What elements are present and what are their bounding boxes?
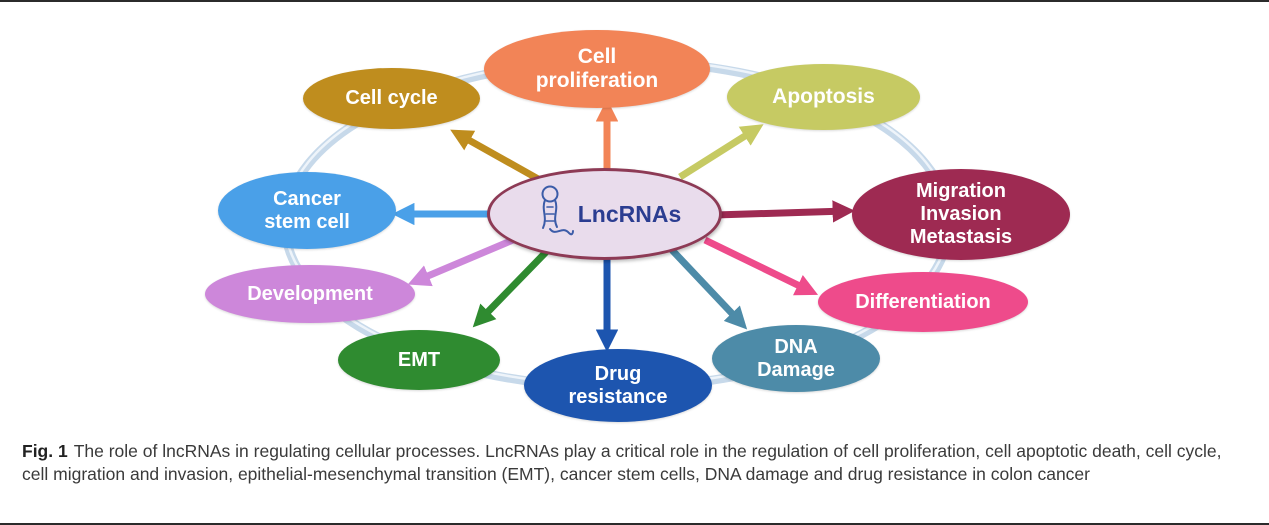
rna-hairpin-icon xyxy=(528,183,574,245)
arrow-differentiation xyxy=(703,236,819,296)
node-cell-proliferation: Cell proliferation xyxy=(484,30,710,108)
arrow-apoptosis xyxy=(678,124,764,180)
node-development: Development xyxy=(205,265,415,323)
figure-caption-text: The role of lncRNAs in regulating cellul… xyxy=(22,441,1222,484)
node-cancer-stem-cell: Cancer stem cell xyxy=(218,172,396,249)
center-node-label: LncRNAs xyxy=(577,200,682,227)
arrow-dna-damage xyxy=(669,247,748,330)
arrow-migration xyxy=(714,200,855,223)
node-cell-cycle: Cell cycle xyxy=(303,68,480,129)
figure-caption-label: Fig. 1 xyxy=(22,441,68,461)
arrow-cell-cycle xyxy=(450,129,542,184)
node-apoptosis: Apoptosis xyxy=(727,64,920,130)
node-migration-invasion-metastasis: Migration Invasion Metastasis xyxy=(852,169,1070,260)
node-emt: EMT xyxy=(338,330,500,390)
node-drug-resistance: Drug resistance xyxy=(524,349,712,422)
node-dna-damage: DNA Damage xyxy=(712,325,880,392)
lncrna-diagram: Cell cycle Cell proliferation Apoptosis … xyxy=(0,2,1269,430)
arrow-development xyxy=(407,233,522,287)
node-differentiation: Differentiation xyxy=(818,272,1028,332)
center-node-lncrnas: LncRNAs xyxy=(487,168,722,260)
arrow-emt xyxy=(472,247,551,328)
